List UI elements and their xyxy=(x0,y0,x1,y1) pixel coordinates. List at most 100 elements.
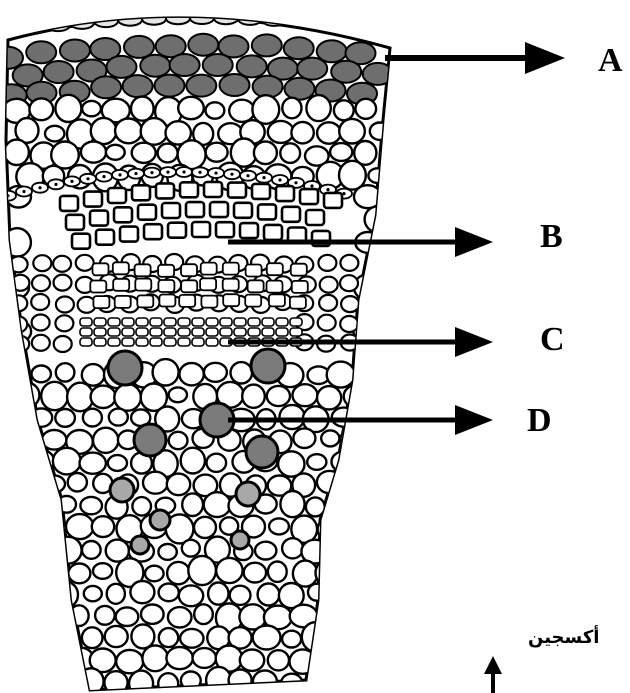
sclerenchyma-dot xyxy=(70,180,73,183)
phloem-parenchyma-cell xyxy=(246,265,262,277)
parenchyma-cell xyxy=(106,145,125,160)
parenchyma-cell xyxy=(16,429,42,452)
parenchyma-cell xyxy=(182,493,203,516)
parenchyma-cell xyxy=(169,387,187,402)
xylem-vessel xyxy=(236,482,260,506)
parenchyma-cell xyxy=(181,448,205,474)
parenchyma-cell xyxy=(188,556,216,585)
cambium-cell xyxy=(80,338,92,346)
parenchyma-cell xyxy=(308,584,326,601)
parenchyma-cell xyxy=(31,294,49,310)
sclerenchyma-dot xyxy=(326,188,329,191)
parenchyma-cell xyxy=(179,585,203,606)
phloem-parenchyma-cell xyxy=(201,296,217,308)
phloem-cell xyxy=(264,225,282,240)
parenchyma-cell xyxy=(130,581,154,603)
parenchyma-cell xyxy=(330,143,352,161)
parenchyma-cell xyxy=(131,624,154,648)
parenchyma-cell xyxy=(204,492,231,517)
parenchyma-cell xyxy=(56,363,75,381)
phloem-parenchyma-cell xyxy=(223,279,239,291)
cambium-cell xyxy=(192,338,204,346)
parenchyma-cell xyxy=(344,386,365,407)
parenchyma-cell xyxy=(380,495,400,514)
parenchyma-cell xyxy=(32,335,50,351)
phloem-parenchyma-cell xyxy=(137,295,153,307)
phloem-cell xyxy=(252,184,270,199)
parenchyma-cell xyxy=(51,142,79,169)
xylem-vessel xyxy=(251,349,285,383)
parenchyma-cell xyxy=(76,255,94,271)
parenchyma-cell xyxy=(318,255,336,271)
parenchyma-cell xyxy=(80,497,102,514)
label-c: C xyxy=(540,323,565,357)
parenchyma-cell xyxy=(332,626,356,652)
parenchyma-cell xyxy=(253,626,281,650)
parenchyma-cell xyxy=(310,674,328,692)
cambium-cell xyxy=(108,318,120,326)
parenchyma-cell xyxy=(107,584,125,604)
parenchyma-cell xyxy=(19,607,40,628)
parenchyma-cell xyxy=(332,585,354,602)
parenchyma-cell xyxy=(167,562,190,584)
parenchyma-cell xyxy=(95,606,115,625)
parenchyma-cell xyxy=(141,605,164,624)
sclerenchyma-dot xyxy=(246,174,249,177)
phloem-cell xyxy=(120,227,138,242)
phloem-parenchyma-cell xyxy=(115,296,131,308)
sclerenchyma-dot xyxy=(86,177,89,180)
parenchyma-cell xyxy=(332,452,355,472)
parenchyma-cell xyxy=(142,645,168,671)
cambium-cell xyxy=(122,338,134,346)
parenchyma-cell xyxy=(384,101,403,120)
arrow-a xyxy=(385,42,565,74)
sclerenchyma-dot xyxy=(102,175,105,178)
parenchyma-cell xyxy=(346,648,365,668)
cambium-cell xyxy=(178,338,190,346)
cambium-cell xyxy=(136,328,148,336)
phloem-parenchyma-cell xyxy=(201,263,217,275)
parenchyma-cell xyxy=(282,631,301,648)
sclerenchyma-dot xyxy=(134,172,137,175)
parenchyma-cell xyxy=(42,648,67,671)
parenchyma-cell xyxy=(306,497,325,516)
epidermis-cell xyxy=(358,22,382,34)
parenchyma-cell xyxy=(34,496,53,515)
parenchyma-cell xyxy=(179,363,203,385)
parenchyma-cell xyxy=(339,119,365,144)
cambium-cell xyxy=(220,328,232,336)
parenchyma-cell xyxy=(31,539,56,565)
phloem-cell xyxy=(108,188,126,203)
parenchyma-cell xyxy=(206,143,228,162)
parenchyma-cell xyxy=(293,561,318,587)
parenchyma-cell xyxy=(328,540,352,564)
parenchyma-cell xyxy=(231,362,253,383)
parenchyma-cell xyxy=(105,626,128,647)
parenchyma-cell xyxy=(19,646,43,671)
parenchyma-cell xyxy=(302,622,330,652)
parenchyma-cell xyxy=(204,363,227,382)
phloem-cell xyxy=(282,207,300,222)
parenchyma-cell xyxy=(206,667,231,693)
parenchyma-cell xyxy=(52,668,79,693)
phloem-cell xyxy=(66,215,84,230)
sclerenchyma-dot xyxy=(262,176,265,179)
parenchyma-cell xyxy=(356,99,377,119)
parenchyma-cell xyxy=(363,472,390,499)
parenchyma-cell xyxy=(180,629,203,648)
parenchyma-cell xyxy=(293,384,318,406)
parenchyma-cell xyxy=(317,386,341,409)
cambium-cell xyxy=(206,318,218,326)
parenchyma-cell xyxy=(93,428,118,453)
parenchyma-cell xyxy=(216,558,242,583)
parenchyma-cell xyxy=(290,649,316,673)
sclerenchyma-dot xyxy=(230,173,233,176)
cambium-cell xyxy=(248,318,260,326)
cambium-cell xyxy=(178,328,190,336)
cambium-cell xyxy=(108,328,120,336)
parenchyma-cell xyxy=(16,471,43,499)
parenchyma-cell xyxy=(145,566,164,582)
label-a: A xyxy=(598,44,623,78)
parenchyma-cell xyxy=(340,275,358,291)
cambium-cell xyxy=(150,338,162,346)
